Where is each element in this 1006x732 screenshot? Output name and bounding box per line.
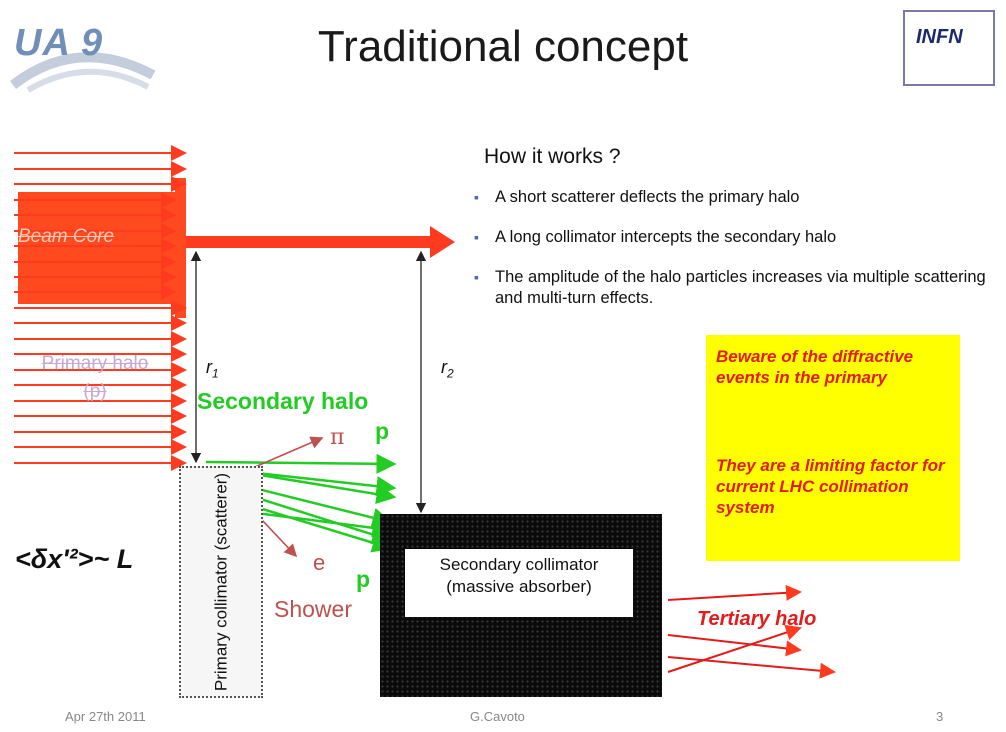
secondary-collimator-line1: Secondary collimator (439, 555, 599, 574)
infn-logo (903, 10, 995, 86)
primary-collimator-label: Primary collimator (scatterer) (211, 472, 231, 692)
bullet-text: A long collimator intercepts the seconda… (495, 228, 837, 246)
r2-label: r2 (441, 357, 454, 381)
warning-note-text-1: Beware of the diffractive events in the … (716, 347, 914, 387)
footer-date: Apr 27th 2011 (65, 709, 146, 724)
shower-label: Shower (274, 596, 352, 622)
r2-sub: 2 (447, 366, 454, 381)
secondary-collimator-line2: (massive absorber) (446, 577, 592, 596)
scattering-formula: <δx'²>~ L (15, 544, 134, 574)
secondary-collimator-label: Secondary collimator (massive absorber) (405, 549, 633, 617)
r2-text: r (441, 357, 447, 377)
primary-collimator-box (179, 466, 263, 698)
beam-core-arrow (186, 226, 455, 258)
beam-core-shape (18, 178, 186, 318)
warning-note-text-2: They are a limiting factor for current L… (716, 456, 945, 517)
ua9-logo-text: UA 9 (14, 22, 104, 64)
warning-note-box (706, 335, 960, 561)
slide-title: Traditional concept (317, 22, 689, 71)
tertiary-halo-arrows (667, 584, 836, 679)
r1-text: r (206, 357, 212, 377)
ua9-logo (9, 52, 156, 93)
footer-author: G.Cavoto (470, 709, 525, 724)
proton-label-bottom: p (356, 566, 371, 592)
bullet-text: A short scatterer deflects the primary h… (495, 188, 800, 206)
how-it-works-heading: How it works ? (484, 145, 621, 168)
secondary-halo-label: Secondary halo (197, 388, 369, 414)
proton-label-top: p (375, 418, 390, 444)
r1-label: r1 (206, 357, 219, 381)
primary-halo-label: Primary halo (p) (41, 353, 149, 402)
infn-logo-text: INFN (916, 26, 963, 48)
pion-label: π (330, 425, 345, 450)
r1-sub: 1 (212, 366, 219, 381)
bullet-dot-icon: ▪ (474, 189, 479, 205)
tertiary-halo-label: Tertiary halo (697, 608, 817, 630)
bullet-text: The amplitude of the halo particles incr… (495, 268, 986, 307)
beam-core-label: Beam Core (18, 226, 115, 247)
bullet-dot-icon: ▪ (474, 229, 479, 245)
bullet-dot-icon: ▪ (474, 269, 479, 285)
electron-label: e (313, 550, 326, 575)
halo-arrows (14, 145, 187, 471)
footer-page-number: 3 (936, 709, 944, 724)
